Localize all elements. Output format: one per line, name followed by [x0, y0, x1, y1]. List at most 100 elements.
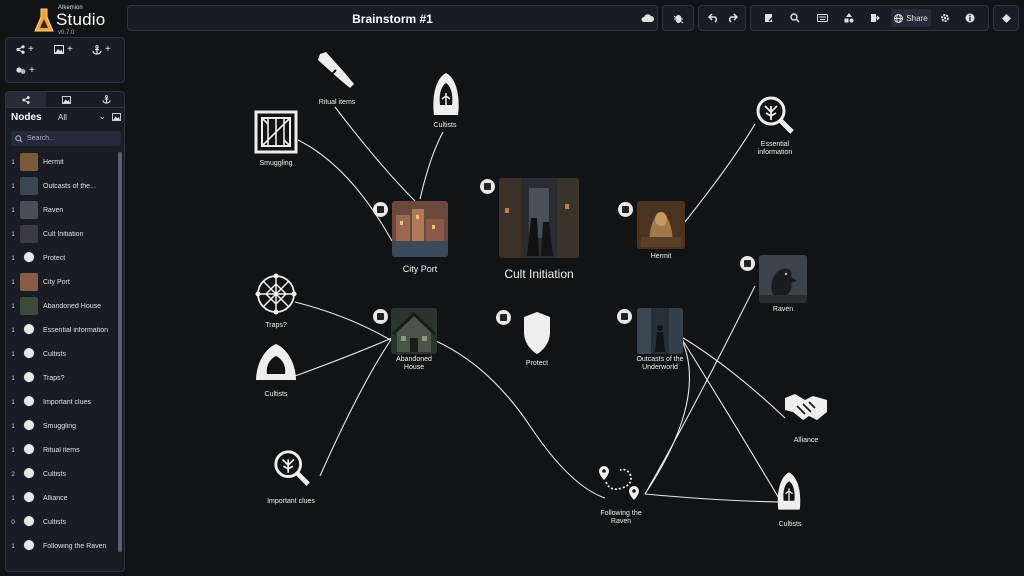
node-abandoned-house-image[interactable]: [391, 308, 437, 354]
node-item-label: Important clues: [43, 398, 91, 406]
randomize-dice-icon[interactable]: [740, 256, 755, 271]
node-count: 1: [11, 542, 15, 550]
app-version: v0.7.0: [58, 30, 75, 36]
diamond-button[interactable]: [997, 9, 1015, 27]
tab-anchors[interactable]: [86, 92, 124, 108]
add-image-button[interactable]: +: [54, 44, 73, 55]
node-item-label: Cultists: [43, 470, 66, 478]
node-following-label-2[interactable]: Raven: [610, 518, 632, 525]
node-outcasts-label-1[interactable]: Outcasts of the: [636, 356, 684, 363]
graph-canvas[interactable]: Ritual items Cultists Smuggling City Por…: [130, 36, 1024, 576]
tab-images[interactable]: [46, 92, 86, 108]
node-raven-image[interactable]: [759, 255, 807, 303]
add-anchor-button[interactable]: +: [92, 44, 111, 55]
node-following-label-1[interactable]: Following the: [600, 510, 642, 517]
export-button[interactable]: [866, 9, 884, 27]
hooded-cultist-icon: [433, 73, 459, 115]
node-city-port-image[interactable]: [392, 201, 448, 257]
randomize-dice-icon[interactable]: [617, 309, 632, 324]
node-count: 1: [11, 302, 15, 310]
node-raven-label[interactable]: Raven: [772, 306, 794, 313]
node-cult-initiation-image[interactable]: [499, 178, 579, 258]
randomize-dice-icon[interactable]: [480, 179, 495, 194]
magnifier-tree-icon: [274, 450, 310, 486]
node-outcasts-image[interactable]: [637, 308, 683, 354]
node-abandoned-house-label-1[interactable]: Abandoned: [396, 356, 432, 363]
add-node-button[interactable]: +: [16, 44, 34, 55]
node-hermit-image[interactable]: [637, 201, 685, 249]
redo-button[interactable]: [723, 9, 741, 27]
node-essential-information-label-2[interactable]: information: [757, 149, 793, 156]
sidebar-scrollbar[interactable]: [118, 152, 122, 552]
add-node-plus: +: [28, 44, 34, 55]
randomize-dice-icon[interactable]: [373, 309, 388, 324]
node-important-clues-label[interactable]: Important clues: [267, 498, 315, 505]
share-button[interactable]: Share: [891, 9, 931, 27]
notes-button[interactable]: [760, 9, 778, 27]
edge: [644, 335, 690, 495]
node-alliance-label[interactable]: Alliance: [793, 437, 819, 444]
node-count: 1: [11, 422, 15, 430]
edge: [679, 123, 756, 229]
node-smuggling-label[interactable]: Smuggling: [259, 160, 293, 167]
search-input[interactable]: [27, 135, 117, 142]
node-cultists-top-label[interactable]: Cultists: [433, 122, 457, 129]
notes-icon: [765, 14, 774, 22]
search-button[interactable]: [786, 9, 804, 27]
cloud-icon: [641, 14, 654, 22]
node-cultists-left-label[interactable]: Cultists: [264, 391, 288, 398]
bug-icon: [673, 14, 683, 23]
node-cultists-bottom-label[interactable]: Cultists: [778, 521, 802, 528]
share-label: Share: [906, 13, 928, 23]
randomize-dice-icon[interactable]: [496, 310, 511, 325]
node-search[interactable]: [11, 131, 121, 146]
node-filter-select[interactable]: All: [58, 113, 67, 122]
randomize-dice-icon[interactable]: [618, 202, 633, 217]
node-essential-information-label-1[interactable]: Essential: [760, 141, 790, 148]
undo-button[interactable]: [704, 9, 722, 27]
node-traps-label[interactable]: Traps?: [265, 322, 287, 329]
brand-name: Studio: [56, 10, 106, 29]
bug-button[interactable]: [669, 9, 687, 27]
settings-button[interactable]: [936, 9, 954, 27]
chevron-down-icon[interactable]: ⌄: [99, 112, 106, 121]
cloud-save-button[interactable]: [638, 9, 656, 27]
keyboard-button[interactable]: [813, 9, 831, 27]
node-protect-label[interactable]: Protect: [525, 360, 549, 367]
randomize-dice-icon[interactable]: [373, 202, 388, 217]
node-ritual-items-label[interactable]: Ritual items: [318, 99, 356, 106]
node-count: 1: [11, 374, 15, 382]
node-city-port-label[interactable]: City Port: [402, 264, 438, 274]
magnifier-tree-icon: [756, 96, 794, 134]
image-filter-icon[interactable]: [112, 113, 121, 123]
edge: [679, 335, 786, 419]
document-title[interactable]: Brainstorm #1: [352, 12, 433, 26]
node-cult-initiation-label[interactable]: Cult Initiation: [504, 267, 574, 281]
hooded-cultist-icon: [777, 472, 801, 510]
shapes-button[interactable]: [840, 9, 858, 27]
node-outcasts-label-2[interactable]: Underworld: [642, 364, 678, 371]
node-abandoned-house-label-2[interactable]: House: [403, 364, 425, 371]
add-group-button[interactable]: +: [16, 65, 35, 76]
tab-nodes[interactable]: [6, 92, 46, 108]
info-button[interactable]: [961, 9, 979, 27]
node-hermit-label[interactable]: Hermit: [650, 253, 672, 260]
trap-web-icon: [255, 273, 297, 315]
